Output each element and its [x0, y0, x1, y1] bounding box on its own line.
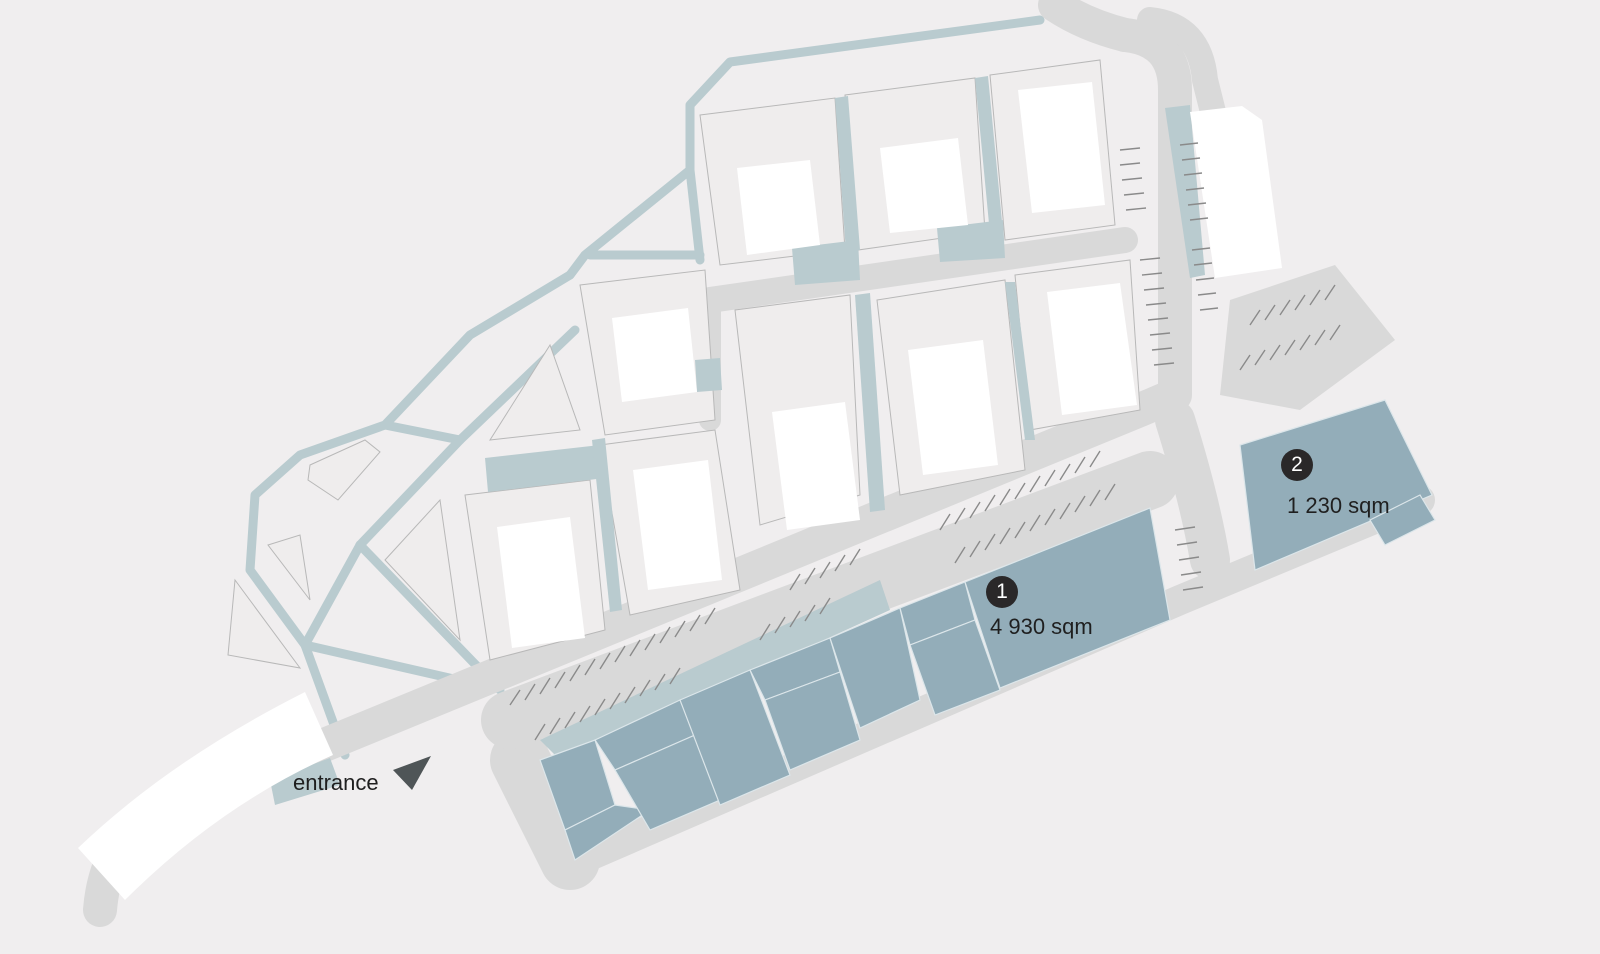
access-strips: [270, 76, 1205, 805]
entrance-arrow-icon: [393, 756, 431, 790]
unit-1-building[interactable]: [539, 507, 1171, 861]
unit-2-marker[interactable]: 2: [1281, 449, 1313, 481]
parking-bays: [509, 142, 1341, 741]
unit-2-building[interactable]: [1239, 399, 1436, 571]
unit-1-area-label: 4 930 sqm: [990, 614, 1093, 639]
footpath-network: [245, 15, 1045, 760]
unit-1-marker[interactable]: 1: [986, 576, 1018, 608]
landscape-islands: [227, 343, 581, 669]
existing-buildings: [78, 82, 1282, 900]
unit-2-area-label: 1 230 sqm: [1287, 493, 1390, 518]
entrance-label: entrance: [293, 770, 379, 795]
